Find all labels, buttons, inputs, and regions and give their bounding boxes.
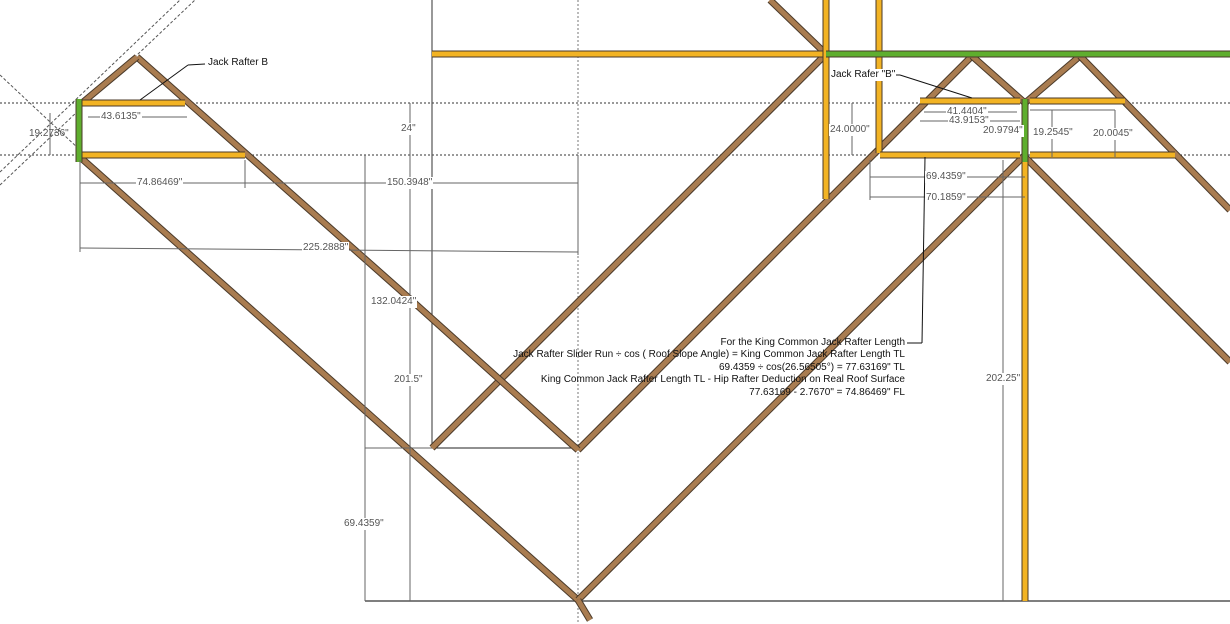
rafter — [1023, 54, 1082, 105]
rafter — [80, 55, 139, 105]
dim-69-4359-left: 69.4359" — [343, 518, 385, 530]
note-line-4: King Common Jack Rafter Length TL - Hip … — [540, 374, 905, 385]
dim-43-6135: 43.6135" — [100, 111, 142, 123]
dim-19-2545: 19.2545" — [1032, 127, 1074, 139]
dim-20-9794: 20.9794" — [982, 125, 1024, 137]
guide-line — [0, 74, 81, 151]
dim-24-0000: 24.0000" — [829, 124, 871, 136]
dim-225-2888: 225.2888" — [302, 242, 350, 254]
dim-150-3948: 150.3948" — [386, 177, 434, 189]
dim-201-5: 201.5" — [393, 374, 424, 386]
rafter — [398, 288, 580, 452]
leader-line — [187, 63, 206, 66]
rafter — [575, 598, 593, 622]
label-jack-rafter-b-left: Jack Rafter B — [207, 57, 270, 69]
rafter — [970, 54, 1027, 105]
note-line-5: 77.63169 - 2.7670" = 74.86469" FL — [749, 387, 905, 398]
note-line-3: 69.4359 ÷ cos(26.56505°) = 77.63169" TL — [718, 362, 905, 373]
note-line-2: Jack Rafter Slider Run ÷ cos ( Roof Slop… — [513, 349, 905, 360]
dim-43-9153: 43.9153" — [948, 115, 990, 127]
label-jack-rafter-b-right: Jack Rafer "B" — [830, 69, 897, 81]
rafter — [576, 153, 1027, 602]
rafter — [135, 55, 402, 292]
leader-line — [921, 156, 926, 344]
leader-line — [899, 74, 973, 99]
dim-19-2736: 19.2736" — [29, 128, 69, 139]
dim-202-25: 202.25" — [985, 373, 1022, 385]
guide-line — [0, 0, 181, 173]
rafter — [768, 0, 828, 56]
dim-74-86469: 74.86469" — [136, 177, 184, 189]
dim-70-1859: 70.1859" — [925, 192, 967, 204]
leader-line — [139, 64, 189, 101]
rafter — [576, 54, 974, 452]
note-line-1: For the King Common Jack Rafter Length — [720, 337, 905, 348]
rafter — [78, 155, 580, 602]
dim-24: 24" — [400, 123, 417, 135]
dim-69-4359-right: 69.4359" — [925, 171, 967, 183]
dim-20-0045: 20.0045" — [1092, 128, 1134, 140]
dim-132-0424: 132.0424" — [370, 296, 418, 308]
rafter — [1078, 54, 1230, 212]
rafter — [1023, 155, 1230, 364]
